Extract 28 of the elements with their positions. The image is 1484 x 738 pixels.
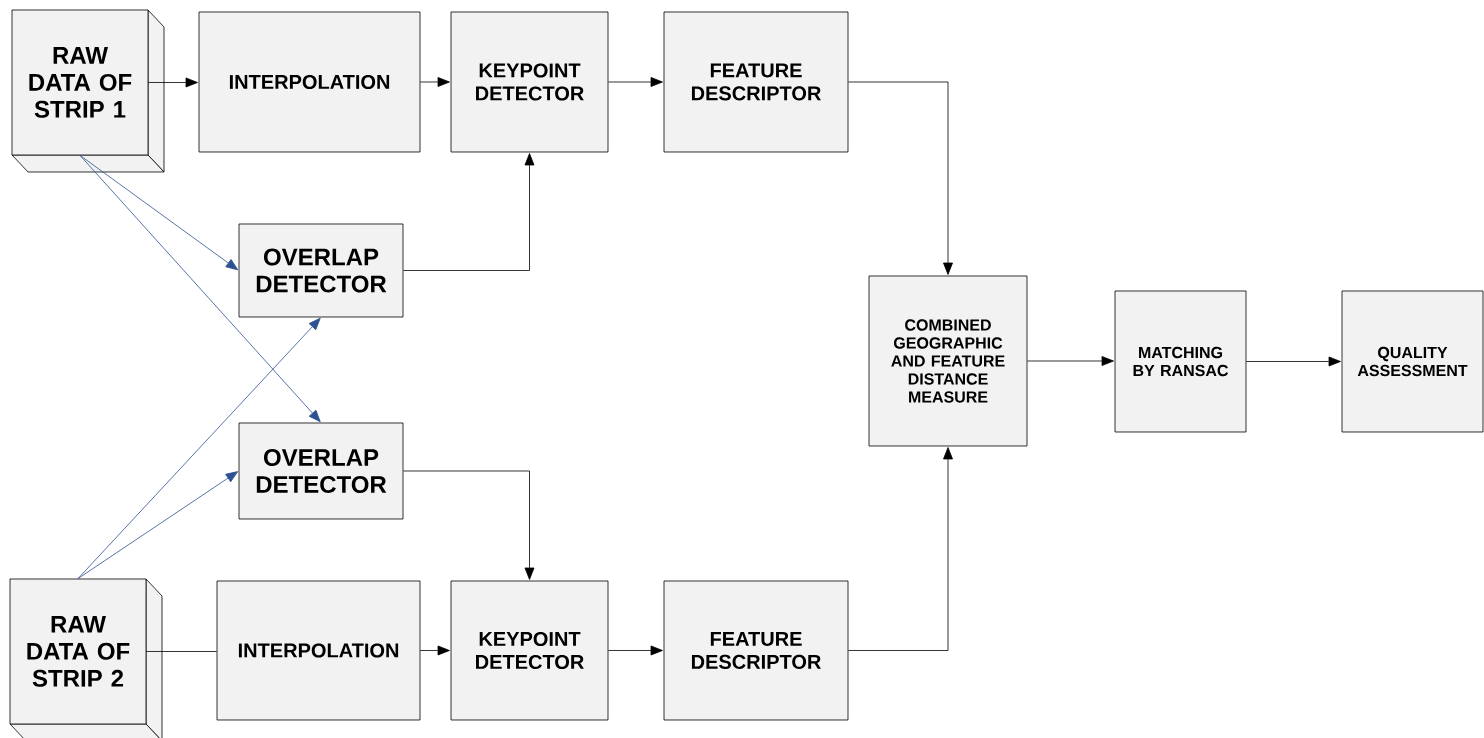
arrow bbox=[848, 81, 953, 275]
arrow bbox=[608, 645, 663, 656]
arrow bbox=[848, 447, 953, 651]
arrow bbox=[1246, 356, 1341, 367]
process-box: OVERLAP DETECTOR bbox=[238, 223, 404, 318]
arrow bbox=[403, 470, 535, 580]
process-box: INTERPOLATION bbox=[198, 11, 421, 153]
process-box: INTERPOLATION bbox=[216, 580, 421, 721]
arrow bbox=[420, 77, 450, 87]
process-box: KEYPOINT DETECTOR bbox=[450, 11, 609, 153]
arrow bbox=[79, 155, 321, 423]
process-box: COMBINED GEOGRAPHIC AND FEATURE DISTANCE MEASURE bbox=[868, 275, 1028, 447]
process-box: MATCHING BY RANSAC bbox=[1114, 290, 1247, 433]
arrow bbox=[608, 77, 663, 87]
process-box: FEATURE DESCRIPTOR bbox=[663, 580, 849, 721]
arrow bbox=[148, 77, 198, 88]
arrow bbox=[420, 645, 450, 656]
arrow bbox=[79, 155, 239, 271]
arrow bbox=[77, 471, 239, 579]
data-cube: RAW DATA OF STRIP 1 bbox=[11, 9, 165, 173]
data-cube: RAW DATA OF STRIP 2 bbox=[9, 578, 163, 738]
process-box: KEYPOINT DETECTOR bbox=[450, 580, 609, 721]
process-box: OVERLAP DETECTOR bbox=[238, 422, 404, 520]
arrow bbox=[77, 317, 321, 579]
process-box: QUALITY ASSESSMENT bbox=[1341, 290, 1484, 433]
arrow bbox=[1027, 356, 1114, 366]
arrow bbox=[403, 153, 535, 271]
process-box: FEATURE DESCRIPTOR bbox=[663, 11, 849, 153]
